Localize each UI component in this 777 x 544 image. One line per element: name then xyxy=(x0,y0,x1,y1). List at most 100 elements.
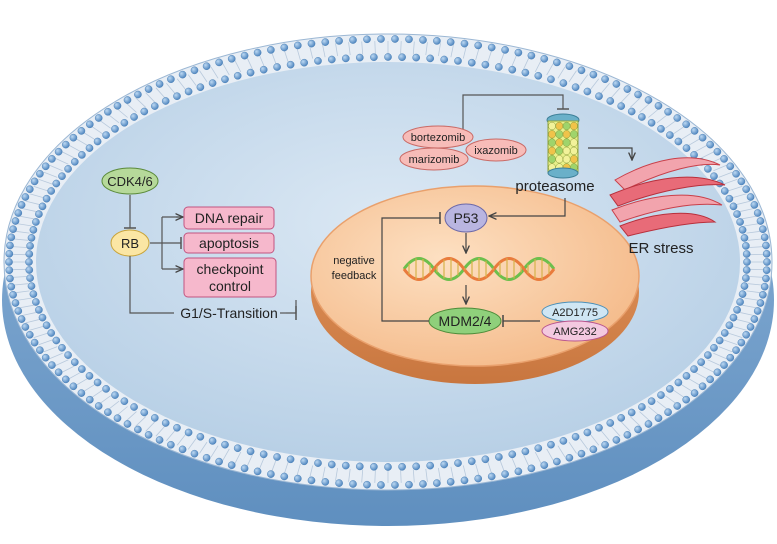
lipid-head xyxy=(405,480,413,489)
lipid-head xyxy=(736,298,744,306)
lipid-head xyxy=(426,461,435,470)
lipid-head xyxy=(412,53,421,62)
lipid-head xyxy=(487,472,496,481)
lipid-head xyxy=(93,137,102,146)
rb-pathway: CDK4/6 RB DNA repair apoptosis checkpoin… xyxy=(101,167,297,321)
lipid-head xyxy=(682,144,691,152)
lipid-head xyxy=(742,330,751,339)
lipid-head xyxy=(94,114,103,122)
lipid-head xyxy=(742,250,751,258)
lipid-head xyxy=(697,358,706,367)
lipid-head xyxy=(559,79,568,87)
lipid-head xyxy=(113,102,122,110)
lipid-head xyxy=(314,459,322,467)
drug-marizomib xyxy=(399,147,469,171)
lipid-head xyxy=(130,403,138,411)
lipid-head xyxy=(753,307,762,315)
lipid-head xyxy=(467,457,476,466)
lipid-head xyxy=(167,440,175,449)
lipid-head xyxy=(202,453,211,462)
lipid-head xyxy=(647,119,656,127)
lipid-head xyxy=(740,234,749,242)
lipid-head xyxy=(150,102,159,110)
lipid-head xyxy=(221,440,229,449)
cdk-node xyxy=(101,167,159,195)
lipid-head xyxy=(48,155,56,163)
lipid-head xyxy=(756,217,765,225)
lipid-head xyxy=(391,35,399,43)
er-stress-label: ER stress xyxy=(628,240,693,257)
lipid-head xyxy=(583,428,592,437)
lipid-head xyxy=(627,107,636,116)
lipid-head xyxy=(577,449,586,458)
lipid-head xyxy=(321,478,330,486)
lipid-head xyxy=(35,306,43,314)
lipid-head xyxy=(36,346,44,355)
marizomib-label: marizomib xyxy=(409,154,460,166)
lipid-head xyxy=(26,274,34,282)
lipid-head xyxy=(190,449,199,458)
lipid-head xyxy=(733,306,741,314)
lipid-head xyxy=(335,37,343,45)
lipid-head xyxy=(155,80,164,88)
lipid-head xyxy=(759,290,767,299)
lipid-head xyxy=(17,315,26,323)
lipid-head xyxy=(589,445,598,454)
lipid-head xyxy=(540,55,549,63)
lipid-head xyxy=(113,414,122,423)
lipid-head xyxy=(77,389,86,397)
lipid-head xyxy=(9,290,17,299)
lipid-head xyxy=(240,464,249,473)
lipid-head xyxy=(14,209,23,217)
lipid-head xyxy=(253,48,262,57)
lipid-head xyxy=(760,282,769,291)
lipid-head xyxy=(377,35,385,43)
lipid-head xyxy=(144,431,153,439)
negative-label-2: feedback xyxy=(332,270,377,282)
lipid-head xyxy=(495,453,503,461)
lipid-head xyxy=(246,447,255,456)
lipid-head xyxy=(644,96,653,104)
lipid-head xyxy=(14,307,23,315)
lipid-head xyxy=(307,476,316,485)
lipid-head xyxy=(553,58,561,67)
lipid-head xyxy=(273,63,281,71)
lipid-head xyxy=(7,282,16,291)
lipid-head xyxy=(120,119,129,127)
lipid-head xyxy=(571,432,580,441)
lipid-head xyxy=(161,419,170,427)
lipid-head xyxy=(738,290,747,298)
lipid-head xyxy=(638,113,646,121)
lipid-head xyxy=(440,55,449,64)
lipid-head xyxy=(710,343,718,352)
lipid-head xyxy=(246,68,255,77)
lipid-head xyxy=(259,450,268,459)
lipid-head xyxy=(140,408,149,417)
lipid-head xyxy=(233,444,242,453)
lipid-head xyxy=(111,391,119,399)
lipid-head xyxy=(253,467,262,476)
lipid-head xyxy=(673,114,682,122)
lipid-head xyxy=(102,131,110,139)
lipid-head xyxy=(553,457,561,466)
lipid-head xyxy=(419,480,427,488)
lipid-head xyxy=(623,431,632,439)
g1s-label: G1/S-Transition xyxy=(180,305,278,321)
lipid-head xyxy=(196,432,205,441)
lipid-head xyxy=(85,372,94,380)
lipid-head xyxy=(704,351,712,359)
lipid-head xyxy=(487,43,496,52)
lipid-head xyxy=(737,177,746,186)
lipid-head xyxy=(341,54,350,63)
lipid-head xyxy=(134,425,142,434)
lipid-head xyxy=(9,225,17,233)
lipid-head xyxy=(178,445,187,454)
lipid-head xyxy=(742,266,751,274)
lipid-head xyxy=(762,266,771,275)
lipid-head xyxy=(355,462,364,471)
bortezomib-label: bortezomib xyxy=(411,132,465,144)
rb-label: RB xyxy=(121,236,139,251)
lipid-head xyxy=(612,436,621,444)
lipid-head xyxy=(704,165,712,173)
lipid-head xyxy=(104,108,112,116)
